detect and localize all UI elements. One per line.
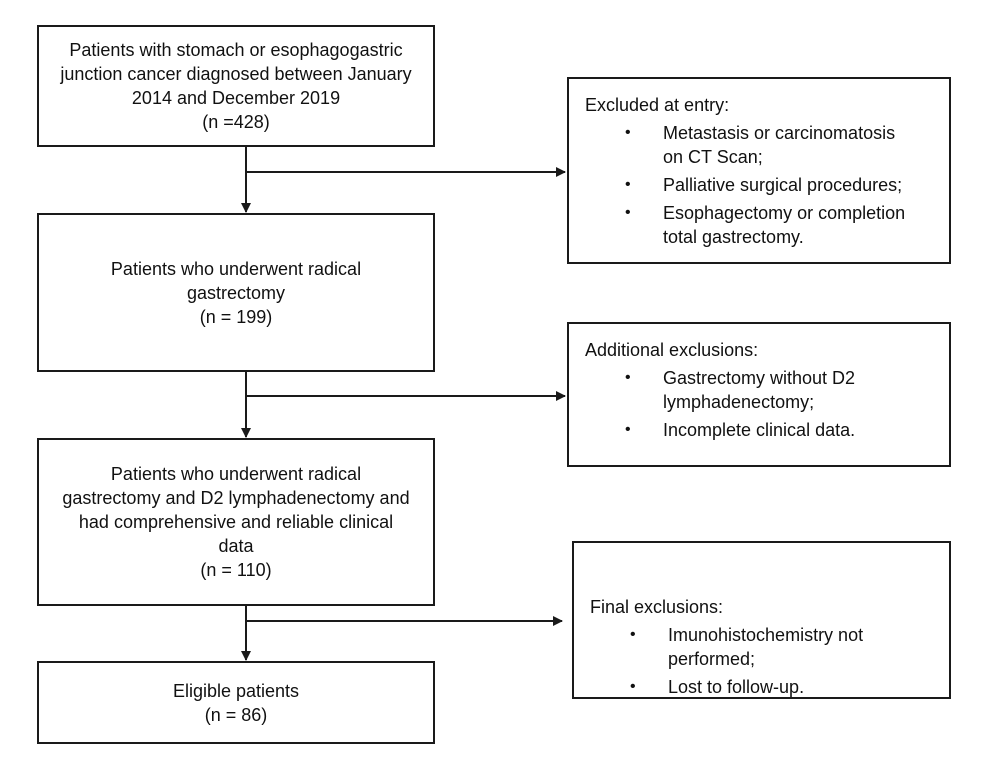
list-item-line: total gastrectomy. <box>663 227 804 247</box>
list-item-line: Lost to follow-up. <box>668 677 805 697</box>
box-d2-lymphadenectomy: Patients who underwent radical gastrecto… <box>37 438 435 606</box>
bullet-icon: • <box>625 421 631 438</box>
exclusion-list: • Gastrectomy without D2 lymphadenectomy… <box>585 366 933 442</box>
box-text-line: Patients with stomach or esophagogastric <box>69 40 403 60</box>
list-item: • Palliative surgical procedures; <box>585 173 933 197</box>
list-item-line: Palliative surgical procedures; <box>663 175 903 195</box>
list-item: • Imunohistochemistry not performed; <box>590 623 933 671</box>
list-item-line: Gastrectomy without D2 <box>663 368 856 388</box>
box-text-line: 2014 and December 2019 <box>131 88 341 108</box>
box-eligible-patients: Eligible patients (n = 86) <box>37 661 435 744</box>
exclusion-title: Excluded at entry: <box>585 95 730 115</box>
box-text-line: Patients who underwent radical <box>110 464 362 484</box>
bullet-icon: • <box>625 204 631 221</box>
box-count: (n = 199) <box>199 306 273 327</box>
box-text-line: Eligible patients <box>172 680 300 701</box>
exclusion-title: Final exclusions: <box>590 597 724 617</box>
list-item: • Metastasis or carcinomatosis on CT Sca… <box>585 121 933 169</box>
list-item: • Lost to follow-up. <box>590 675 933 699</box>
box-patients-diagnosed: Patients with stomach or esophagogastric… <box>37 25 435 147</box>
list-item-line: performed; <box>668 649 756 669</box>
box-text-line: junction cancer diagnosed between Januar… <box>60 64 412 84</box>
box-text-line: data <box>218 536 254 556</box>
list-item-line: Incomplete clinical data. <box>663 420 856 440</box>
box-radical-gastrectomy: Patients who underwent radical gastrecto… <box>37 213 435 372</box>
box-excluded-at-entry: Excluded at entry: • Metastasis or carci… <box>567 77 951 264</box>
box-text-line: gastrectomy and D2 lymphadenectomy and <box>62 488 410 508</box>
list-item-line: on CT Scan; <box>663 147 763 167</box>
box-text-line: gastrectomy <box>186 282 286 303</box>
list-item: • Gastrectomy without D2 lymphadenectomy… <box>585 366 933 414</box>
bullet-icon: • <box>625 176 631 193</box>
list-item: • Esophagectomy or completion total gast… <box>585 201 933 249</box>
exclusion-list: • Imunohistochemistry not performed; • L… <box>590 623 933 699</box>
box-count: (n = 110) <box>200 560 272 580</box>
list-item-line: Esophagectomy or completion <box>663 203 906 223</box>
list-item-line: lymphadenectomy; <box>663 392 815 412</box>
bullet-icon: • <box>625 369 631 386</box>
bullet-icon: • <box>630 678 636 695</box>
list-item: • Incomplete clinical data. <box>585 418 933 442</box>
box-count: (n =428) <box>202 112 270 132</box>
box-text-line: had comprehensive and reliable clinical <box>78 512 394 532</box>
box-count: (n = 86) <box>204 704 268 725</box>
box-text-line: Patients who underwent radical <box>110 258 362 279</box>
bullet-icon: • <box>625 124 631 141</box>
list-item-line: Imunohistochemistry not <box>668 625 864 645</box>
list-item-line: Metastasis or carcinomatosis <box>663 123 896 143</box>
exclusion-title: Additional exclusions: <box>585 340 759 360</box>
box-final-exclusions: Final exclusions: • Imunohistochemistry … <box>572 541 951 699</box>
box-additional-exclusions: Additional exclusions: • Gastrectomy wit… <box>567 322 951 467</box>
bullet-icon: • <box>630 626 636 643</box>
exclusion-list: • Metastasis or carcinomatosis on CT Sca… <box>585 121 933 249</box>
